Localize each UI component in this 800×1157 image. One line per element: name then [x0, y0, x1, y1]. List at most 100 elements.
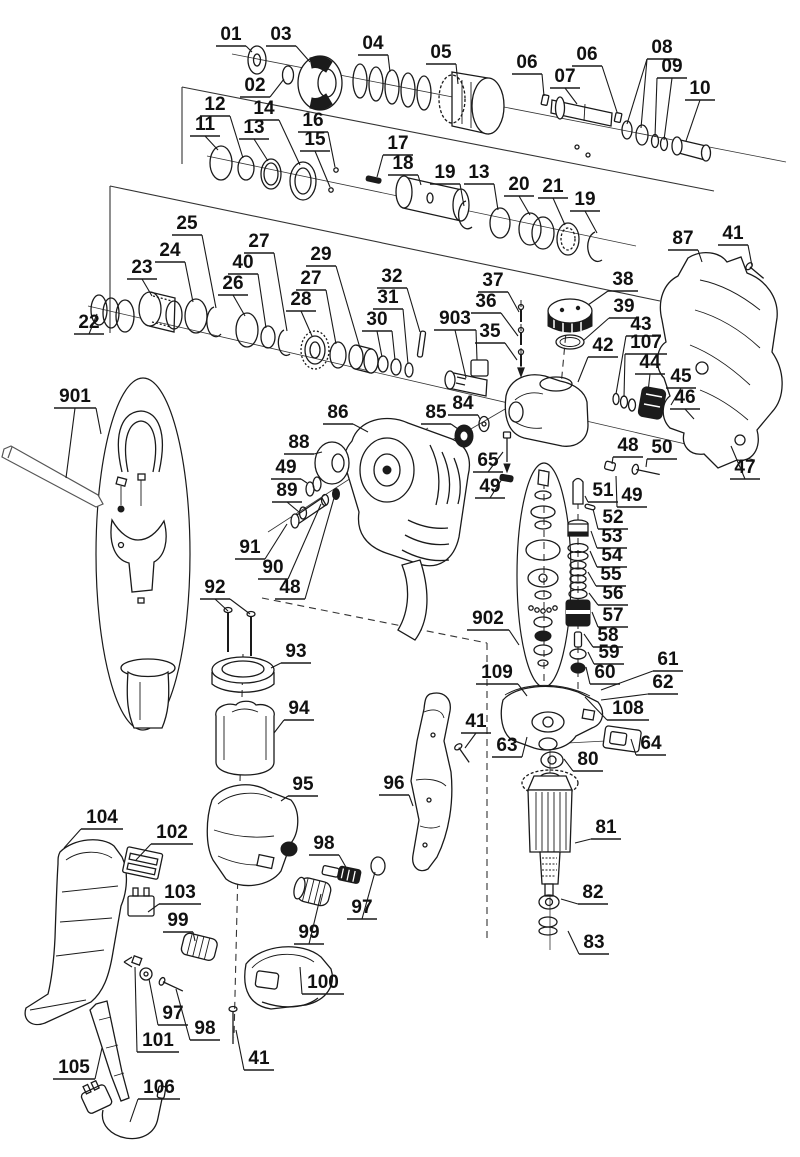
part-label-89: 89 [272, 480, 302, 513]
leader-line [552, 197, 566, 226]
part-number: 31 [377, 287, 399, 308]
leader-line [588, 592, 599, 606]
part-38-mode-knob [547, 298, 593, 334]
part-80-bearing [540, 751, 564, 769]
part-41-screw-bottom [228, 1005, 238, 1044]
part-number: 22 [78, 312, 99, 333]
part-number: 27 [248, 231, 269, 252]
part-label-97: 97 [148, 978, 188, 1026]
leader-line [747, 244, 753, 267]
part-number: 105 [58, 1057, 90, 1078]
part-41-screw-mid [454, 743, 470, 763]
leader-line [504, 342, 518, 361]
part-number: 15 [304, 129, 326, 150]
part-label-80: 80 [563, 749, 603, 772]
part-label-107: 107 [623, 332, 667, 398]
leader-line [589, 550, 598, 568]
part-50-screw [631, 463, 660, 476]
guide-line [261, 597, 488, 644]
part-number: 82 [582, 882, 603, 903]
part-label-27: 27 [296, 268, 337, 345]
part-number: 55 [600, 564, 622, 585]
part-number: 83 [583, 932, 604, 953]
part-83-washers [538, 916, 558, 936]
part-label-901: 901 [54, 386, 102, 479]
part-label-37: 37 [478, 270, 520, 313]
part-number: 58 [597, 625, 618, 646]
part-label-88: 88 [284, 432, 323, 455]
part-label-58: 58 [583, 625, 623, 648]
leader-line [235, 1029, 245, 1071]
part-number: 44 [639, 352, 661, 373]
part-number: 63 [496, 735, 517, 756]
part-27-ring-2 [329, 341, 347, 369]
part-label-82: 82 [560, 882, 608, 905]
part-label-49: 49 [475, 476, 505, 499]
leader-line [583, 317, 610, 341]
part-number: 41 [465, 711, 487, 732]
leader-line [417, 174, 422, 186]
part-label-105: 105 [53, 1047, 103, 1080]
part-63-109-flange [500, 684, 604, 751]
leader-line [273, 719, 285, 734]
part-number: 80 [577, 749, 598, 770]
leader-line [684, 408, 695, 420]
part-label-53: 53 [590, 526, 627, 549]
part-87-housing-right [656, 252, 783, 469]
part-number: 99 [167, 910, 188, 931]
part-82-bearing [538, 894, 560, 910]
part-label-57: 57 [591, 605, 628, 628]
guide-line [109, 185, 661, 302]
part-label-108: 108 [584, 696, 649, 721]
part-number: 06 [516, 52, 537, 73]
part-number: 02 [244, 75, 265, 96]
leader-line [280, 795, 289, 802]
part-label-10: 10 [685, 78, 715, 142]
part-number: 24 [159, 240, 181, 261]
part-11-ring [209, 145, 233, 181]
part-label-49: 49 [615, 475, 647, 508]
group-ellipse-901 [95, 377, 191, 731]
part-label-01: 01 [216, 24, 253, 53]
part-label-40: 40 [228, 252, 267, 329]
leader-line [327, 131, 336, 168]
part-number: 92 [204, 577, 225, 598]
leader-line [489, 478, 503, 499]
leader-line [500, 312, 519, 337]
leader-line [640, 58, 648, 129]
part-number: 50 [651, 437, 672, 458]
part-label-22: 22 [74, 312, 104, 335]
leader-line [376, 330, 383, 358]
part-06-screw [540, 94, 550, 106]
leader-line [308, 893, 322, 945]
leader-line [229, 598, 251, 615]
part-number: 93 [285, 641, 306, 662]
part-number: 48 [617, 435, 638, 456]
part-label-98: 98 [175, 988, 220, 1041]
leader-line [574, 838, 592, 844]
part-depth-stop-rod [1, 445, 104, 508]
leader-line [611, 456, 614, 465]
part-label-86: 86 [323, 402, 369, 433]
part-label-07: 07 [550, 66, 580, 105]
part-label-61: 61 [600, 649, 683, 691]
part-number: 47 [734, 457, 755, 478]
part-number: 59 [598, 642, 619, 663]
part-90-washer [320, 493, 330, 507]
part-number: 57 [602, 605, 623, 626]
part-92-screws [223, 606, 256, 656]
part-number: 42 [592, 335, 613, 356]
part-label-92: 92 [200, 577, 251, 615]
part-label-35: 35 [475, 321, 518, 361]
leader-line [583, 633, 594, 648]
part-902-gear-stack [525, 469, 561, 667]
part-label-11: 11 [190, 114, 220, 151]
part-label-100: 100 [299, 966, 344, 995]
part-01-washer [247, 45, 267, 75]
part-label-17: 17 [376, 133, 413, 178]
part-number: 09 [661, 56, 682, 77]
part-96-handle-inner [410, 692, 453, 872]
part-number: 54 [601, 545, 623, 566]
part-number: 11 [195, 114, 216, 135]
